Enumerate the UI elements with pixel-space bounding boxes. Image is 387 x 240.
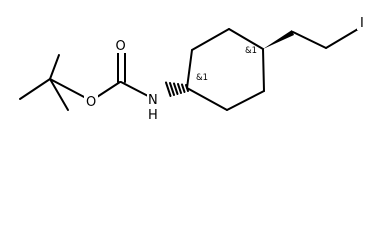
iodoethyl-chain xyxy=(292,28,359,49)
ring-bond-6 xyxy=(186,87,228,111)
ring-bond-5 xyxy=(226,90,265,111)
amine-hydrogen-label: H xyxy=(148,108,158,123)
iodine-label: I xyxy=(360,16,364,31)
carbamate-group xyxy=(96,52,149,98)
hashed-wedge-bond-to-nitrogen xyxy=(165,81,189,97)
ester-oxygen-label: O xyxy=(86,95,96,110)
bond-tbu-to-oxygen xyxy=(49,78,87,99)
stereo-label-nitrogen-carbon: &1 xyxy=(196,73,208,83)
ring-bond-1 xyxy=(186,49,193,89)
amine-nitrogen-label: N xyxy=(148,93,158,108)
carbonyl-oxygen-label: O xyxy=(116,39,126,54)
bond-ethyl-to-iodine-carbon xyxy=(292,31,327,49)
bond-oxygen-to-carbonyl xyxy=(96,81,121,98)
bond-tbu-right xyxy=(49,78,69,111)
ring-bond-2 xyxy=(191,28,230,51)
solid-wedge-bond-to-ethyl xyxy=(263,30,294,49)
stereo-label-ethyl-carbon: &1 xyxy=(245,46,257,56)
bond-tbu-top xyxy=(49,54,60,80)
bond-tbu-left xyxy=(19,78,51,100)
bond-carbon-to-iodine xyxy=(325,28,359,49)
ring-bond-4 xyxy=(262,48,265,92)
cyclohexane-ring xyxy=(186,28,265,111)
tert-butyl-group xyxy=(19,54,87,111)
ring-bond-3 xyxy=(228,28,264,50)
bond-carbonyl-to-nitrogen xyxy=(120,81,149,97)
chemical-structure-diagram: O O N H I &1 &1 xyxy=(19,16,364,123)
